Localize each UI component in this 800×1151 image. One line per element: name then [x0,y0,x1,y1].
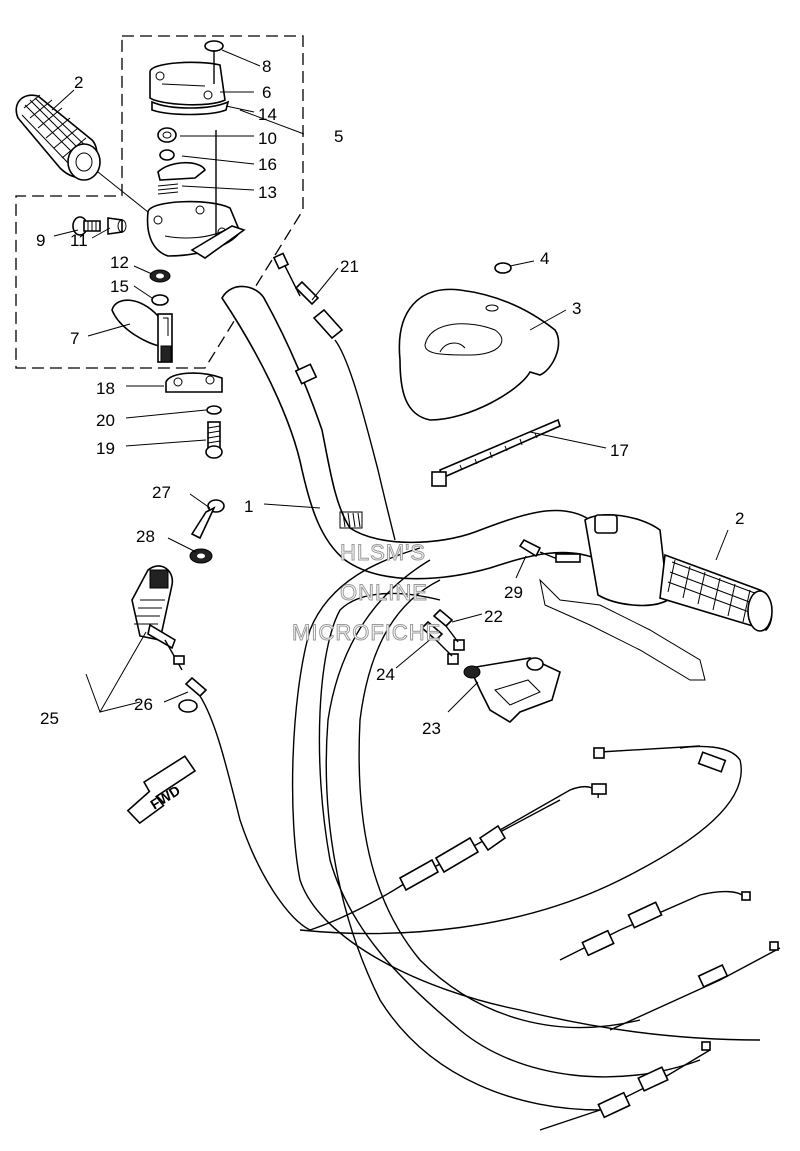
watermark-line-3: MICROFICHE [292,620,441,645]
leader-lines [51,49,729,714]
fwd-arrow: FWD [126,755,197,825]
callout-2-left: 2 [74,73,83,92]
grip-left [15,94,101,181]
callout-26: 26 [134,695,153,714]
washer-15 [151,294,169,306]
callout-24: 24 [376,665,395,684]
callout-1: 1 [244,497,253,516]
cable-29-end [518,538,581,563]
callout-14: 14 [258,105,277,124]
callout-6: 6 [262,83,271,102]
nut-11 [107,217,127,235]
callout-8: 8 [262,57,271,76]
callout-22: 22 [484,607,503,626]
screw-27 [190,499,225,540]
screw-8 [204,40,224,84]
callout-20: 20 [96,411,115,430]
callout-7: 7 [70,329,79,348]
grip-right [539,514,773,681]
switch-assembly [131,565,185,671]
throttle-lever [111,299,173,363]
callout-3: 3 [572,299,581,318]
callout-11: 11 [70,231,88,250]
watermark: HLSM'S ONLINE MICROFICHE [292,540,441,646]
screw-9 [72,216,101,236]
callout-2-right: 2 [735,509,744,528]
callout-5: 5 [334,127,343,146]
holder-18 [165,372,223,393]
callout-25: 25 [40,709,59,728]
callout-18: 18 [96,379,115,398]
callout-15: 15 [110,277,129,296]
callout-12: 12 [110,253,129,272]
callout-19: 19 [96,439,115,458]
cable-26-end [178,676,311,931]
callout-17: 17 [610,441,629,460]
callout-23: 23 [422,719,441,738]
throttle-cable-end [272,252,396,541]
cable-24-end [420,620,459,665]
assembly-5-outline [15,35,304,369]
cable-tie [431,418,561,487]
control-cables [291,547,781,1131]
callout-13: 13 [258,183,277,202]
watermark-line-2: ONLINE [340,580,428,605]
cable-22-end [432,608,465,651]
callout-28: 28 [136,527,155,546]
washer-20 [206,405,222,415]
cap-4 [494,262,512,274]
callout-29: 29 [504,583,523,602]
callout-labels: 2 2 3 4 5 6 7 8 9 10 11 12 13 14 15 16 1… [36,57,744,738]
callout-10: 10 [258,129,277,148]
handlebar [221,285,602,580]
callout-9: 9 [36,231,45,250]
callout-4: 4 [540,249,549,268]
callout-27: 27 [152,483,171,502]
screw-19 [205,421,223,459]
switch-23 [463,657,561,724]
callout-16: 16 [258,155,277,174]
callout-21: 21 [340,257,359,276]
handlebar-cover [398,288,560,421]
throttle-housing [146,61,246,259]
watermark-line-1: HLSM'S [340,540,426,565]
